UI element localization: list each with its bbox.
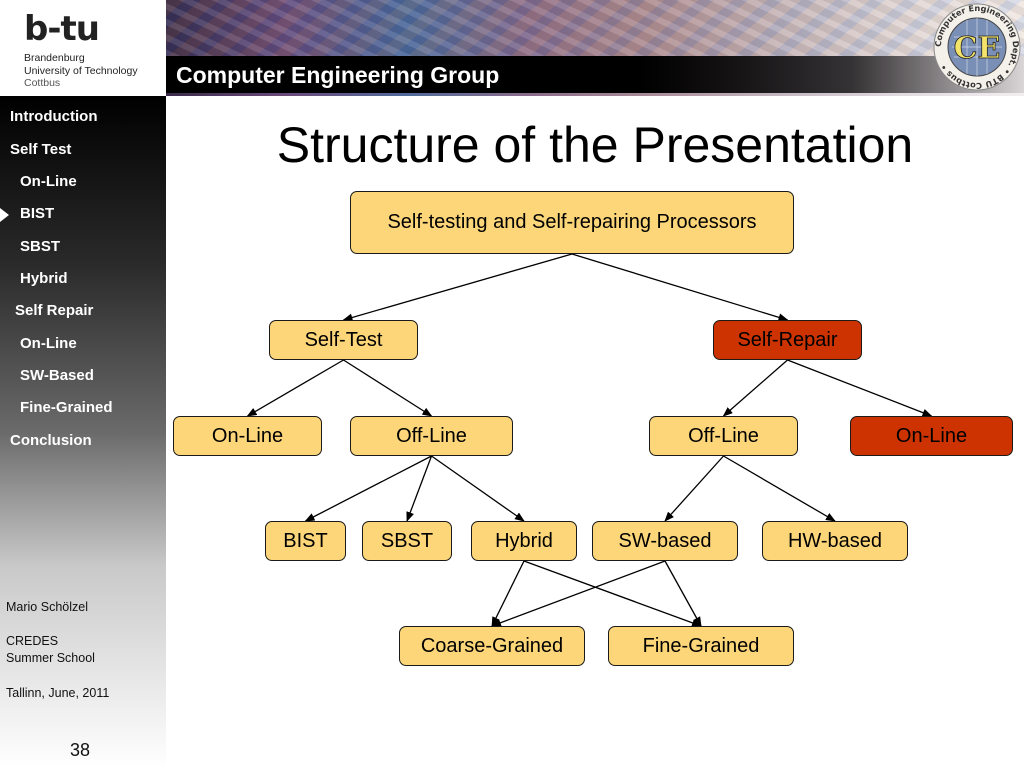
slide-title: Structure of the Presentation xyxy=(276,117,914,173)
node-hw-based: HW-based xyxy=(762,521,908,561)
sidebar-item-sw-based[interactable]: SW-Based xyxy=(20,367,94,384)
node-self-test-off-line: Off-Line xyxy=(350,416,513,456)
edge-sr-offline-to-hw-based xyxy=(723,455,836,522)
sidebar-item-fine-grained[interactable]: Fine-Grained xyxy=(20,399,113,416)
sidebar-item-hybrid[interactable]: Hybrid xyxy=(20,270,68,287)
node-self-repair: Self-Repair xyxy=(713,320,862,360)
node-self-testing-and-self-repairing-processors: Self-testing and Self-repairing Processo… xyxy=(350,191,794,254)
edge-st-offline-to-bist xyxy=(304,455,432,522)
btu-logo-mark: b-tu xyxy=(24,9,100,49)
footer-event-line2: Summer School xyxy=(6,651,95,665)
footer-event-line1: CREDES xyxy=(6,634,59,648)
edge-st-offline-to-hybrid xyxy=(431,455,525,522)
university-name: Brandenburg University of Technology Cot… xyxy=(24,52,138,90)
university-logo: b-tu Brandenburg University of Technolog… xyxy=(0,0,166,96)
footer-author: Mario Schölzel xyxy=(6,600,88,614)
edge-hybrid-to-coarse-grained xyxy=(491,560,525,627)
active-section-arrow-icon xyxy=(0,208,9,222)
edge-root-to-self-repair xyxy=(571,253,789,322)
chip-photo-texture xyxy=(166,0,1024,56)
edge-hybrid-to-fine-grained xyxy=(523,560,702,627)
sidebar-item-self-test[interactable]: Self Test xyxy=(10,141,72,158)
node-sbst: SBST xyxy=(362,521,452,561)
university-name-line2: University of Technology xyxy=(24,64,138,77)
node-self-repair-off-line: Off-Line xyxy=(649,416,798,456)
sidebar-item-self-repair[interactable]: Self Repair xyxy=(15,302,94,319)
edge-root-to-self-test xyxy=(342,253,573,322)
university-name-line3: Cottbus xyxy=(24,77,61,89)
node-self-test: Self-Test xyxy=(269,320,418,360)
footer-place-date: Tallinn, June, 2011 xyxy=(6,686,110,700)
university-name-line1: Brandenburg xyxy=(24,52,85,64)
edge-sw-based-to-fine-grained xyxy=(664,560,702,627)
edge-self-test-to-st-offline xyxy=(343,359,433,417)
edge-st-offline-to-sbst xyxy=(406,455,433,522)
sidebar-item-on-line-2[interactable]: On-Line xyxy=(20,335,77,352)
edge-self-repair-to-sr-online xyxy=(787,359,933,417)
node-bist: BIST xyxy=(265,521,346,561)
sidebar-item-sbst[interactable]: SBST xyxy=(20,238,61,255)
group-title: Computer Engineering Group xyxy=(176,62,500,88)
group-title-bar: Computer Engineering Group xyxy=(166,56,1024,93)
sidebar-item-bist[interactable]: BIST xyxy=(20,205,55,222)
edge-sr-offline-to-sw-based xyxy=(664,455,724,522)
ce-department-logo-icon: CE Computer Engineering Dept. • BTU Cott… xyxy=(933,3,1021,91)
page-number: 38 xyxy=(70,740,91,760)
sidebar-item-conclusion[interactable]: Conclusion xyxy=(10,432,92,449)
node-sw-based: SW-based xyxy=(592,521,738,561)
edge-sw-based-to-coarse-grained xyxy=(491,560,666,627)
sidebar xyxy=(0,96,166,768)
edge-self-repair-to-sr-offline xyxy=(722,359,788,417)
node-fine-grained: Fine-Grained xyxy=(608,626,794,666)
ce-logo-letters: CE xyxy=(954,31,1001,66)
node-hybrid: Hybrid xyxy=(471,521,577,561)
node-self-repair-on-line: On-Line xyxy=(850,416,1013,456)
node-coarse-grained: Coarse-Grained xyxy=(399,626,585,666)
node-self-test-on-line: On-Line xyxy=(173,416,322,456)
sidebar-item-on-line[interactable]: On-Line xyxy=(20,173,77,190)
sidebar-item-introduction[interactable]: Introduction xyxy=(10,108,98,125)
header-banner: Computer Engineering Group CE Computer E… xyxy=(166,0,1024,96)
edge-self-test-to-st-online xyxy=(246,359,344,417)
